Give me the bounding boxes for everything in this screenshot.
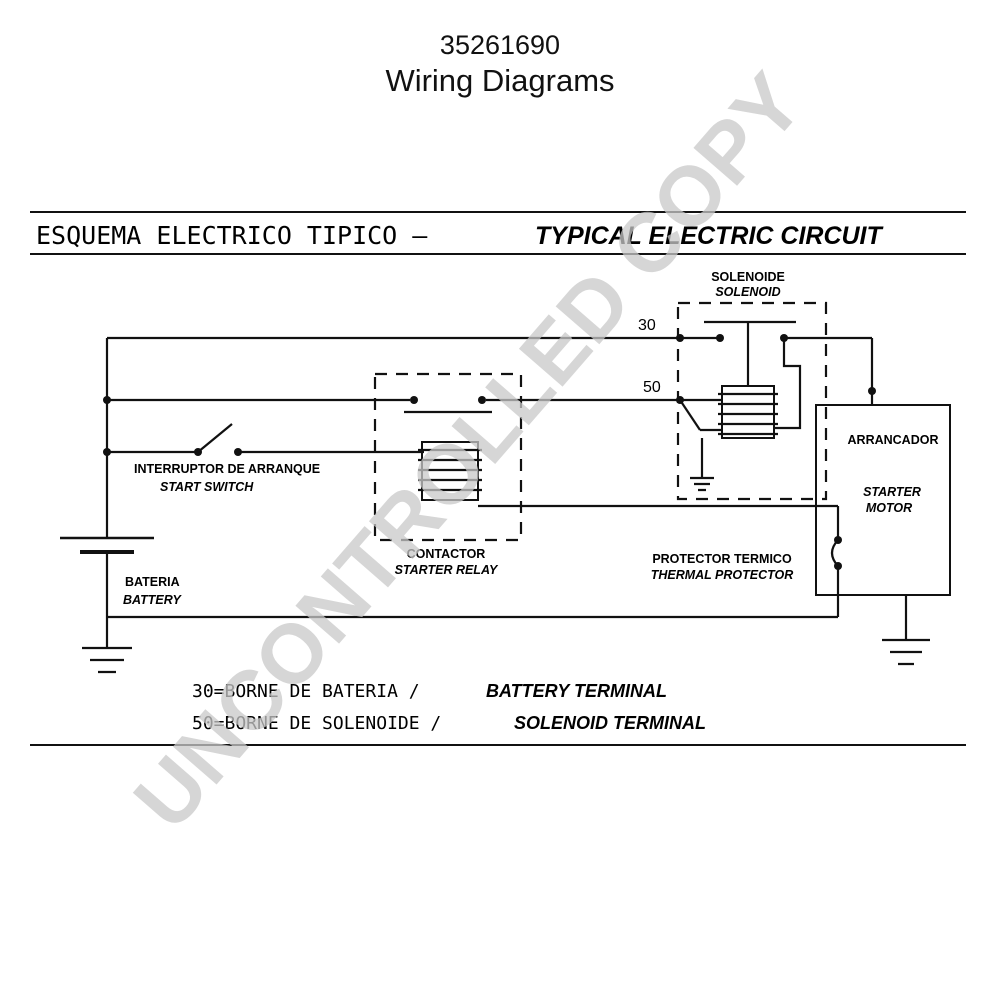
start-switch-label-en: START SWITCH: [160, 480, 254, 494]
solenoid-coil-windings: [718, 392, 778, 436]
page-title: Wiring Diagrams: [385, 63, 615, 98]
terminal-50-label: 50: [643, 379, 661, 396]
part-number: 35261690: [439, 30, 561, 60]
watermark-text: UNCONTROLLED COPY: [116, 56, 821, 847]
starter-motor-label-en-1: STARTER: [863, 485, 921, 499]
relay-coil-windings: [418, 448, 482, 492]
battery-label-es: BATERIA: [125, 575, 180, 589]
starter-motor-label-es: ARRANCADOR: [848, 433, 939, 447]
solenoid-label-es: SOLENOIDE: [711, 270, 785, 284]
heading-spanish: ESQUEMA ELECTRICO TIPICO –: [36, 221, 428, 250]
motor-ground-symbol: [882, 638, 930, 666]
thermal-protector-label-en: THERMAL PROTECTOR: [651, 568, 794, 582]
legend-line-1-es: 30=BORNE DE BATERIA /: [192, 681, 420, 702]
starter-motor-label-en-2: MOTOR: [866, 501, 912, 515]
legend-line-2-es: 50=BORNE DE SOLENOIDE /: [192, 713, 441, 734]
relay-label-en: STARTER RELAY: [395, 563, 499, 577]
terminal-30-label: 30: [638, 317, 656, 334]
solenoid-contact-left: [716, 334, 724, 342]
thermal-protector-label-es: PROTECTOR TERMICO: [652, 552, 792, 566]
start-switch-label-es: INTERRUPTOR DE ARRANQUE: [134, 462, 320, 476]
battery-ground-symbol: [82, 646, 132, 674]
starter-motor-box: [815, 404, 951, 596]
page-header: 35261690 Wiring Diagrams: [0, 28, 1000, 100]
legend-line-1-en: BATTERY TERMINAL: [486, 681, 667, 701]
relay-contact-right: [478, 396, 486, 404]
solenoid-coil-core: [721, 385, 775, 439]
battery-label-en: BATTERY: [123, 593, 183, 607]
solenoid-ground-symbol: [690, 476, 714, 492]
solenoid-label-en: SOLENOID: [715, 285, 780, 299]
solenoid-box: [676, 301, 828, 501]
relay-box: [373, 372, 523, 542]
legend-line-2-en: SOLENOID TERMINAL: [514, 713, 706, 733]
motor-terminal-dot: [868, 387, 876, 395]
solenoid-hold-winding: [774, 338, 802, 430]
heading-english: TYPICAL ELECTRIC CIRCUIT: [535, 222, 884, 250]
relay-contact-left: [410, 396, 418, 404]
relay-label-es: CONTACTOR: [407, 547, 486, 561]
switch-blade: [197, 423, 233, 453]
thermal-blade: [830, 539, 839, 567]
solenoid-50-feed: [679, 399, 701, 431]
